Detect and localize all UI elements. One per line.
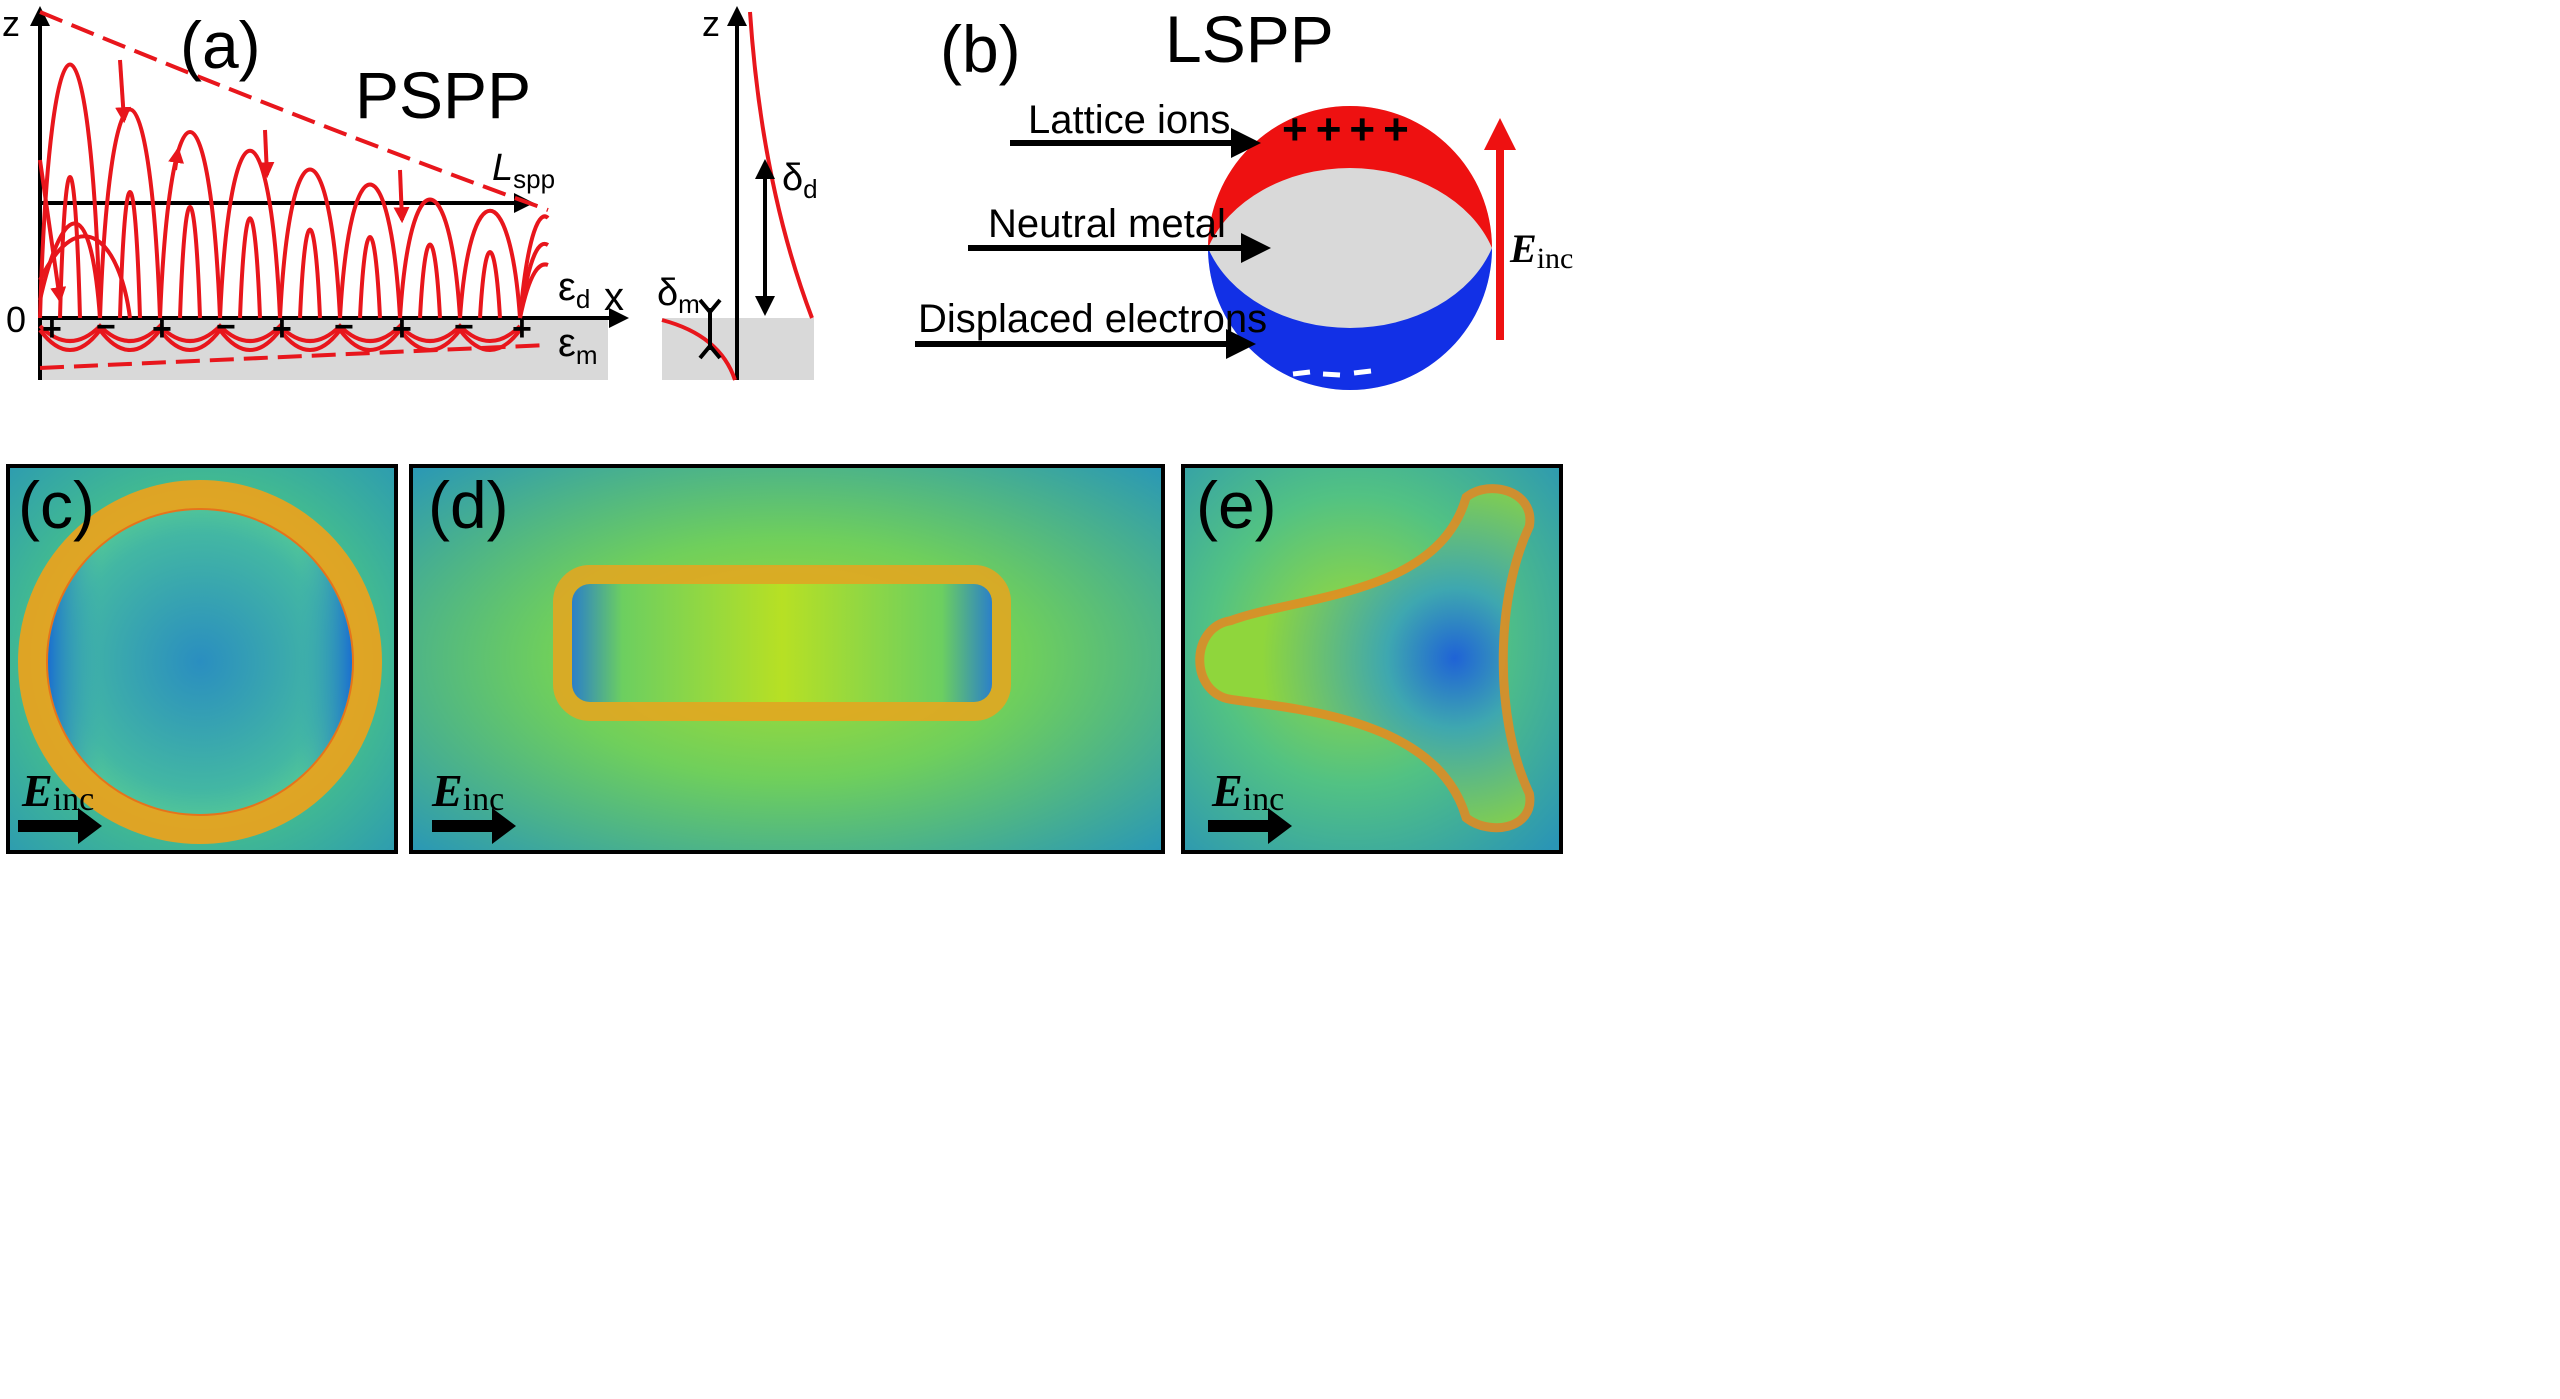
delta-m-label: δm xyxy=(657,272,700,319)
x-label: x xyxy=(604,275,624,319)
inset-z-label: z xyxy=(702,3,720,44)
svg-text:+: + xyxy=(512,310,532,348)
delta-d-label: δd xyxy=(782,157,818,204)
panel-c: (c) Einc xyxy=(6,464,398,854)
nanorod xyxy=(572,584,992,702)
panel-e: (e) Einc xyxy=(1181,464,1563,854)
e-inc-arrow-c xyxy=(18,808,102,844)
panel-d: (d) Einc xyxy=(409,464,1165,854)
panel-b-label: (b) xyxy=(940,12,1021,86)
l-spp-label: Lspp xyxy=(492,147,555,194)
lower-envelope xyxy=(39,343,549,370)
panel-d-label: (d) xyxy=(428,468,509,542)
panel-a: (a) PSPP z x 0 Lspp εd εm +− +− +− +− + xyxy=(2,3,629,380)
pspp-title: PSPP xyxy=(355,58,531,132)
svg-text:−: − xyxy=(454,308,474,346)
svg-text:−: − xyxy=(96,308,116,346)
tripod-particle xyxy=(1204,493,1526,824)
panel-a-label: (a) xyxy=(180,8,261,82)
decay-dielectric xyxy=(748,11,814,319)
e-inc-label-b: Einc xyxy=(1509,226,1573,275)
panel-e-label: (e) xyxy=(1196,468,1277,542)
panel-a-inset: z δd δm xyxy=(657,3,818,381)
displaced-electrons-label: Displaced electrons xyxy=(918,297,1267,341)
e-inc-label-d: Einc xyxy=(431,765,504,818)
svg-text:−: − xyxy=(334,308,354,346)
electron-minus-signs xyxy=(1292,368,1372,378)
e-inc-arrow-e xyxy=(1208,808,1292,844)
z-label: z xyxy=(2,3,20,44)
neutral-metal-label: Neutral metal xyxy=(988,202,1226,246)
e-inc-arrow-d xyxy=(432,808,516,844)
upper-envelope xyxy=(39,10,549,212)
surface-charges: +− +− +− +− + xyxy=(42,308,532,348)
eps-d-label: εd xyxy=(558,265,590,314)
svg-text:+: + xyxy=(272,310,292,348)
panel-c-label: (c) xyxy=(18,468,95,542)
svg-text:+: + xyxy=(392,310,412,348)
origin-label: 0 xyxy=(6,299,26,340)
positive-charge-region xyxy=(1208,106,1492,248)
eps-m-label: εm xyxy=(558,321,598,370)
field-lines xyxy=(38,59,550,352)
negative-charge-region xyxy=(1208,248,1492,390)
panel-b: (b) LSPP ++++ Lattice ions Neutral metal… xyxy=(915,2,1573,390)
svg-text:+: + xyxy=(152,310,172,348)
e-inc-label-e: Einc xyxy=(1211,765,1284,818)
lattice-ions-label: Lattice ions xyxy=(1028,98,1230,142)
lspp-title: LSPP xyxy=(1165,2,1334,76)
e-inc-label-c: Einc xyxy=(21,765,94,818)
svg-text:−: − xyxy=(216,308,236,346)
svg-text:+: + xyxy=(42,310,62,348)
ion-plus-signs: ++++ xyxy=(1282,105,1417,154)
